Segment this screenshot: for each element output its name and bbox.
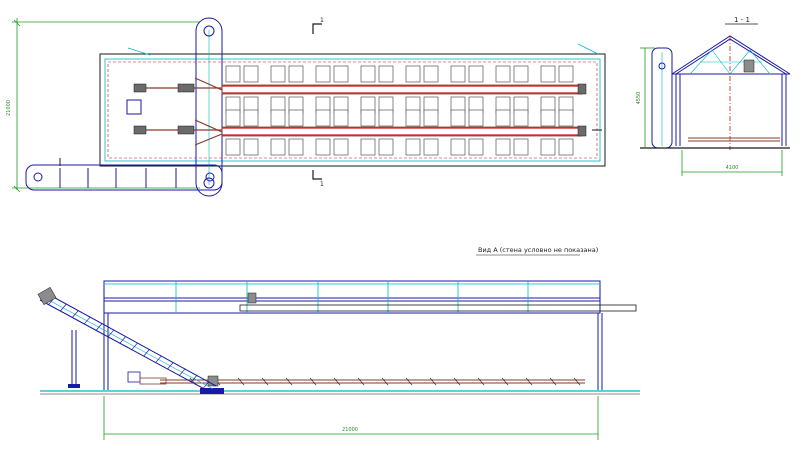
pallet <box>513 109 529 127</box>
pallet <box>423 109 439 127</box>
pallet <box>540 138 556 156</box>
pallet <box>558 138 574 156</box>
pallet <box>288 138 304 156</box>
section-title: 1 - 1 <box>734 16 750 24</box>
plan-height-dimension <box>12 18 200 193</box>
pallet <box>378 138 394 156</box>
pallet <box>378 65 394 83</box>
pallet <box>495 65 511 83</box>
section-mark-bottom <box>312 170 322 180</box>
elevation-view: Вид А (стена условно не показана) <box>37 246 640 440</box>
section-height-dim-text: 4550 <box>636 92 642 105</box>
pallet-grid <box>225 65 574 156</box>
pallet <box>315 138 331 156</box>
pallet <box>360 138 376 156</box>
pallet <box>270 65 286 83</box>
pallet <box>360 109 376 127</box>
view-a-title: Вид А (стена условно не показана) <box>478 246 598 254</box>
pallet <box>315 109 331 127</box>
horizontal-conveyor-plan <box>25 164 223 191</box>
pallet <box>225 109 241 127</box>
rails <box>222 85 582 136</box>
pallet <box>243 65 259 83</box>
pallet <box>468 138 484 156</box>
pallet <box>360 65 376 83</box>
pallet <box>333 138 349 156</box>
section-width-dim-text: 4100 <box>726 165 739 171</box>
pallet <box>405 109 421 127</box>
vertical-conveyor-section <box>651 47 673 149</box>
inclined-conveyor <box>39 292 217 393</box>
pallet <box>423 138 439 156</box>
pallet <box>405 138 421 156</box>
pallet <box>270 138 286 156</box>
pallet <box>333 65 349 83</box>
pallet <box>270 109 286 127</box>
vertical-conveyor-plan <box>195 17 223 197</box>
section-mark-top <box>312 23 322 34</box>
pallet <box>468 65 484 83</box>
pallet <box>540 65 556 83</box>
pallet <box>243 109 259 127</box>
section-mark-top-label: 1 <box>320 17 324 24</box>
pallet <box>450 109 466 127</box>
plan-height-dim-text: 21000 <box>6 100 12 116</box>
section-view: 1 - 1 <box>636 16 791 176</box>
pallet <box>225 138 241 156</box>
plan-view: 21000 <box>6 17 606 197</box>
pallet <box>288 109 304 127</box>
pallet <box>243 138 259 156</box>
pallet <box>558 65 574 83</box>
pallet <box>288 65 304 83</box>
pallet <box>495 109 511 127</box>
pallet <box>450 65 466 83</box>
pallet <box>495 138 511 156</box>
pallet <box>333 109 349 127</box>
pallet <box>225 65 241 83</box>
pallet <box>513 65 529 83</box>
pallet <box>405 65 421 83</box>
pallet <box>423 65 439 83</box>
pallet <box>450 138 466 156</box>
pallet <box>468 109 484 127</box>
section-mark-bottom-label: 1 <box>320 181 324 188</box>
elevation-length-dim-text: 21000 <box>342 427 358 433</box>
pallet <box>540 109 556 127</box>
pallet <box>315 65 331 83</box>
pallet <box>558 109 574 127</box>
pallet <box>378 109 394 127</box>
pallet <box>513 138 529 156</box>
